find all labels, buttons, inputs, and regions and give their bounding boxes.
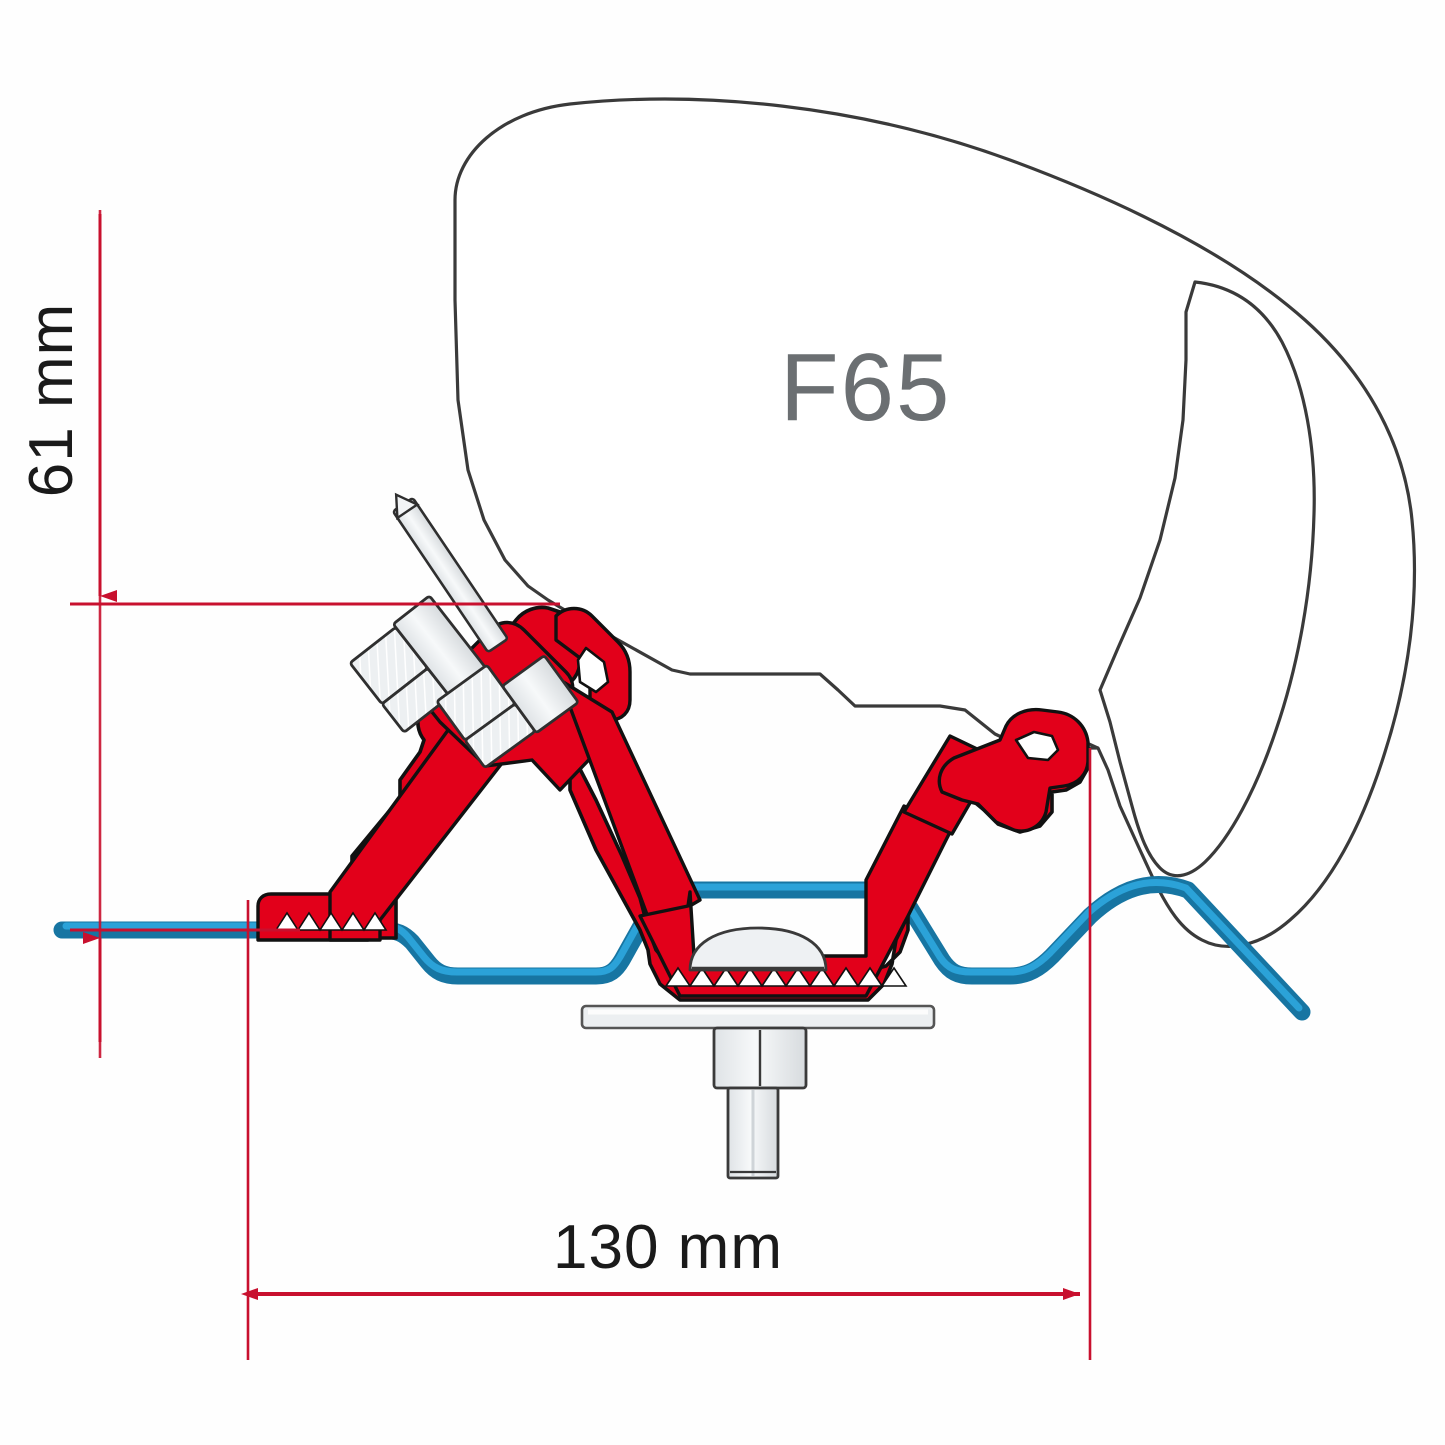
nut-block-left xyxy=(349,595,489,733)
awning-case-outline xyxy=(453,97,1417,948)
dimension-height-61mm: 61 mm xyxy=(17,210,560,1058)
serration-left xyxy=(274,911,388,932)
serration-base xyxy=(664,966,908,988)
dimension-label-width: 130 mm xyxy=(553,1213,783,1282)
dimension-label-height: 61 mm xyxy=(17,303,86,497)
upper-bolt-assembly xyxy=(349,492,579,768)
center-bolt-assembly xyxy=(688,926,828,1180)
nut-block-right xyxy=(436,655,579,768)
dimension-width-130mm: 130 mm xyxy=(241,748,1092,1360)
mounting-plate xyxy=(580,1004,936,1030)
adapter-bracket-profile xyxy=(256,606,1090,998)
product-label: F65 xyxy=(780,334,951,441)
